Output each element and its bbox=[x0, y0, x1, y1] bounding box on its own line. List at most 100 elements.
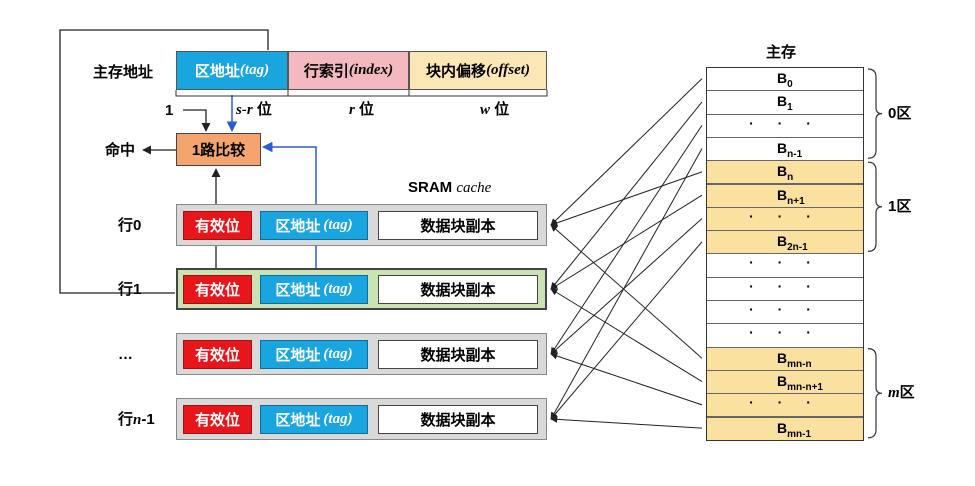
hit-label: 命中 bbox=[105, 142, 136, 159]
tag-cell: 区地址(tag) bbox=[260, 275, 368, 304]
valid-bit-cell: 有效位 bbox=[183, 340, 252, 369]
memory-block-label: Bmn-n+1 bbox=[777, 373, 823, 393]
memory-block-14: · · · bbox=[706, 393, 864, 418]
mapping-arrow bbox=[550, 241, 703, 420]
data-copy-label: 数据块副本 bbox=[420, 282, 496, 299]
data-copy-label: 数据块副本 bbox=[420, 218, 496, 235]
memory-block-2: · · · bbox=[706, 113, 864, 138]
block-sub: mn-1 bbox=[787, 428, 812, 440]
cache-row-label: … bbox=[118, 347, 133, 363]
block-base: B bbox=[777, 419, 788, 436]
zone-pre: 0区 bbox=[888, 104, 912, 122]
valid-bit-label: 有效位 bbox=[194, 347, 240, 364]
valid-bit-cell: 有效位 bbox=[183, 211, 252, 240]
row-label-pre: 行0 bbox=[118, 217, 142, 234]
block-sub: 0 bbox=[787, 78, 793, 90]
address-width-0: s-r 位 bbox=[236, 102, 272, 118]
memory-block-label: Bn+1 bbox=[777, 187, 805, 207]
data-copy-cell: 数据块副本 bbox=[378, 211, 538, 240]
zone-pre: 1区 bbox=[888, 197, 912, 215]
tag-cell: 区地址(tag) bbox=[260, 340, 368, 369]
zone-label-0: 0区 bbox=[888, 106, 911, 122]
memory-block-15: Bmn-1 bbox=[706, 416, 864, 441]
memory-block-label: B1 bbox=[777, 93, 793, 113]
row-label-post: -1 bbox=[141, 411, 155, 428]
block-base: B bbox=[777, 70, 788, 86]
cache-row-label: 行1 bbox=[118, 282, 141, 298]
valid-bit-label: 有效位 bbox=[194, 218, 240, 235]
cache-title: SRAM cache bbox=[408, 180, 491, 196]
valid-bit-label: 有效位 bbox=[194, 412, 240, 429]
address-width-2: w 位 bbox=[480, 102, 509, 118]
address-width-1: r 位 bbox=[349, 102, 374, 118]
mapping-arrow bbox=[550, 171, 703, 227]
memory-block-6: · · · bbox=[706, 206, 864, 232]
memory-block-label: Bmn-1 bbox=[777, 420, 811, 440]
memory-block-label: · · · bbox=[749, 324, 821, 341]
tag-cell-text: 区地址 bbox=[275, 347, 321, 364]
tag-cell-text: 区地址 bbox=[275, 282, 321, 299]
data-copy-label: 数据块副本 bbox=[420, 347, 496, 364]
address-field-bracket bbox=[408, 90, 548, 97]
mapping-arrow bbox=[550, 124, 703, 355]
comparator-label: 1路比较 bbox=[191, 142, 246, 159]
cache-title-main: SRAM bbox=[408, 179, 453, 196]
memory-block-11: · · · bbox=[706, 323, 864, 348]
tag-cell-italic: (tag) bbox=[323, 217, 353, 233]
block-base: B bbox=[777, 186, 788, 203]
width-unit: 位 bbox=[256, 101, 272, 118]
zone-bracket bbox=[867, 68, 883, 159]
memory-block-label: · · · bbox=[749, 254, 821, 271]
block-sub: 1 bbox=[787, 102, 793, 114]
block-sub: n+1 bbox=[787, 195, 805, 207]
address-field-bracket bbox=[287, 90, 410, 97]
data-copy-label: 数据块副本 bbox=[420, 412, 496, 429]
address-field-2: 块内偏移(offset) bbox=[409, 51, 547, 90]
zone-label-2: m区 bbox=[888, 385, 915, 401]
tag-cell: 区地址(tag) bbox=[260, 211, 368, 240]
block-base: B bbox=[777, 139, 788, 156]
valid-bit-cell: 有效位 bbox=[183, 275, 252, 304]
memory-block-label: · · · bbox=[749, 114, 821, 131]
tag-cell-italic: (tag) bbox=[323, 281, 353, 297]
memory-block-label: · · · bbox=[749, 394, 821, 411]
data-copy-cell: 数据块副本 bbox=[378, 405, 538, 434]
block-base: B bbox=[777, 163, 788, 180]
mapping-arrow bbox=[550, 148, 703, 420]
memory-block-label: Bn bbox=[777, 163, 793, 183]
loop-line bbox=[59, 29, 269, 294]
memory-block-13: Bmn-n+1 bbox=[706, 369, 864, 395]
block-sub: 2n-1 bbox=[787, 241, 808, 253]
tag-cell: 区地址(tag) bbox=[260, 405, 368, 434]
memory-title: 主存 bbox=[766, 44, 797, 61]
address-field-tag: (index) bbox=[348, 62, 394, 78]
tag-cell-italic: (tag) bbox=[323, 411, 353, 427]
valid-bit-cell: 有效位 bbox=[183, 405, 252, 434]
address-label: 主存地址 bbox=[93, 64, 154, 81]
mapping-arrow bbox=[550, 224, 703, 359]
block-base: B bbox=[777, 233, 788, 250]
address-field-tag: (tag) bbox=[239, 62, 270, 78]
memory-block-12: Bmn-n bbox=[706, 346, 864, 371]
width-var: r bbox=[349, 102, 355, 118]
address-field-text: 行索引 bbox=[303, 63, 349, 80]
memory-block-3: Bn-1 bbox=[706, 136, 864, 162]
row-label-pre: 行1 bbox=[118, 281, 142, 298]
width-unit: 位 bbox=[494, 101, 510, 118]
data-copy-cell: 数据块副本 bbox=[378, 340, 538, 369]
mapping-arrow bbox=[550, 288, 703, 382]
memory-block-10: · · · bbox=[706, 300, 864, 325]
memory-block-5: Bn+1 bbox=[706, 183, 864, 208]
block-base: B bbox=[777, 93, 788, 110]
memory-block-label: · · · bbox=[749, 277, 821, 294]
address-field-1: 行索引(index) bbox=[288, 51, 409, 90]
memory-block-label: · · · bbox=[749, 207, 821, 224]
mapping-arrow bbox=[550, 194, 703, 290]
block-sub: mn-n bbox=[787, 358, 812, 370]
memory-block-7: B2n-1 bbox=[706, 230, 864, 255]
width-unit: 位 bbox=[359, 101, 375, 118]
one-input-line bbox=[183, 109, 211, 132]
tag-cell-text: 区地址 bbox=[275, 412, 321, 429]
row-label-pre: … bbox=[118, 346, 133, 363]
